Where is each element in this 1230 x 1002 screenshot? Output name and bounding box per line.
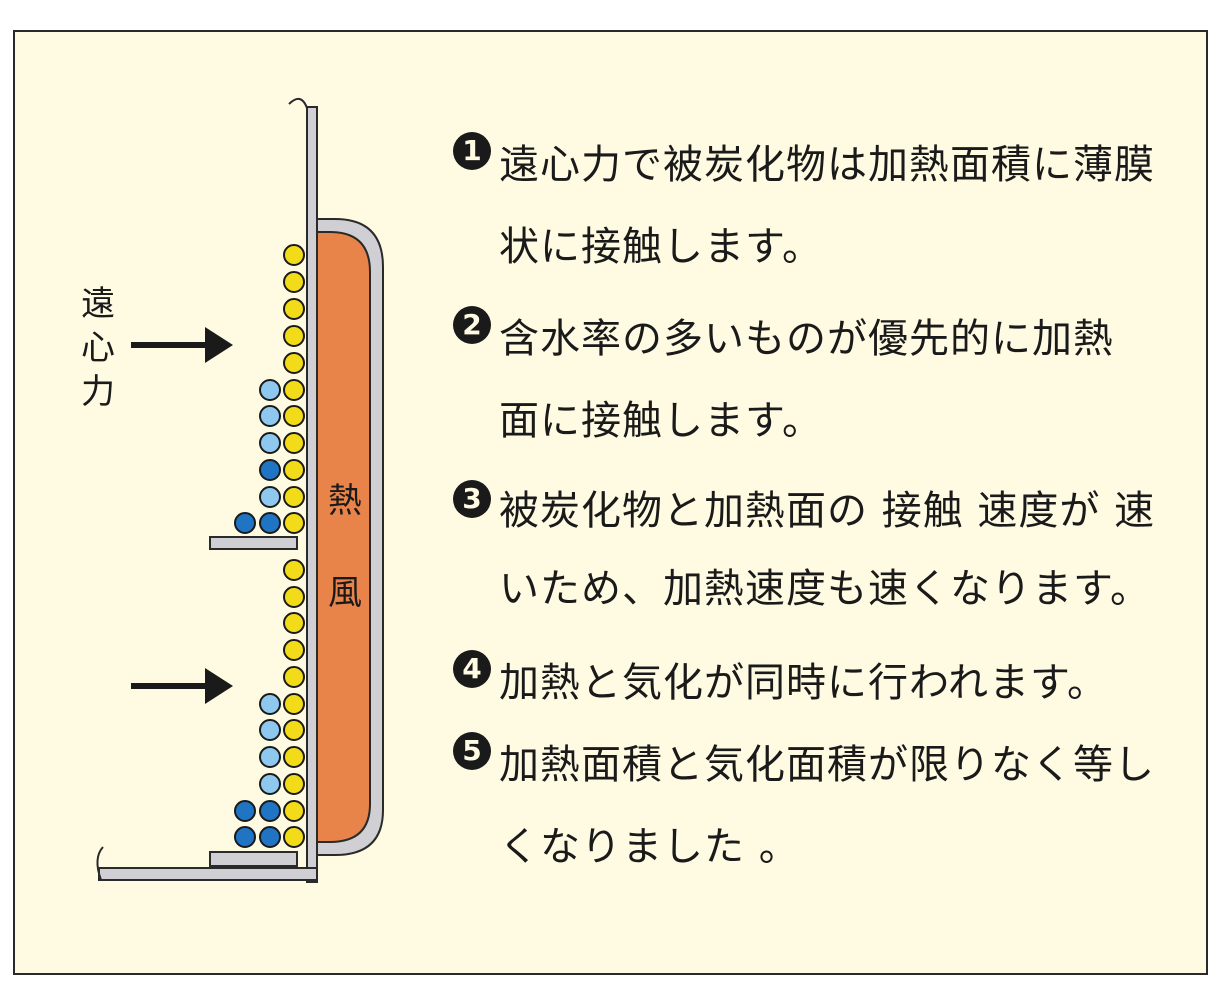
point-text: 被炭化物と加熱面の 接触 速度が 速いため、加熱速度も速くなります。	[499, 488, 1156, 612]
dark-blue-particle	[259, 512, 281, 534]
number-badge: 4	[453, 650, 491, 688]
dark-blue-particle	[234, 800, 256, 822]
dark-blue-particle	[259, 826, 281, 848]
dark-blue-particle	[234, 512, 256, 534]
number-badge: 2	[453, 306, 491, 344]
light-blue-particle	[259, 486, 281, 508]
explanation-panel: 熱 風 遠 心 力 1 遠心力で被炭化物は加熱面積に薄膜状に接触します。	[13, 30, 1208, 975]
heat-label-char-1: 熱	[328, 481, 362, 521]
point-2: 2 含水率の多いものが優先的に加熱面に接触します。	[453, 298, 1153, 462]
point-text: 遠心力で被炭化物は加熱面積に薄膜状に接触します。	[499, 142, 1155, 270]
light-blue-particle	[259, 746, 281, 768]
heater-core	[316, 231, 371, 843]
light-blue-particle	[259, 432, 281, 454]
yellow-particle	[283, 693, 305, 715]
heat-label-char-2: 風	[328, 573, 362, 613]
light-blue-particle	[259, 379, 281, 401]
number-badge: 1	[453, 132, 491, 170]
light-blue-particle	[259, 773, 281, 795]
force-label-char-3: 力	[81, 372, 115, 412]
yellow-particle	[283, 719, 305, 741]
dark-blue-particle	[259, 459, 281, 481]
yellow-particle	[283, 298, 305, 320]
yellow-particle	[283, 244, 305, 266]
point-4: 4 加熱と気化が同時に行われます。	[453, 642, 1193, 724]
point-text: 加熱と気化が同時に行われます。	[499, 660, 1108, 706]
light-blue-particle	[259, 693, 281, 715]
force-arrow-lower	[131, 668, 233, 704]
yellow-particle	[283, 639, 305, 661]
dark-blue-particle	[234, 826, 256, 848]
point-text: 加熱面積と気化面積が限りなく等しくなりました 。	[499, 742, 1155, 870]
vertical-wall	[306, 106, 318, 883]
yellow-particle	[283, 432, 305, 454]
middle-shelf	[209, 536, 298, 550]
point-text: 含水率の多いものが優先的に加熱面に接触します。	[499, 316, 1114, 444]
yellow-particle	[283, 666, 305, 688]
yellow-particle	[283, 773, 305, 795]
yellow-particle	[283, 800, 305, 822]
yellow-particle	[283, 826, 305, 848]
yellow-particle	[283, 746, 305, 768]
force-label-char-2: 心	[81, 328, 115, 368]
wall-break-mark-bottom	[96, 846, 104, 881]
dark-blue-particle	[259, 800, 281, 822]
yellow-particle	[283, 559, 305, 581]
explanation-list: 1 遠心力で被炭化物は加熱面積に薄膜状に接触します。 2 含水率の多いものが優先…	[453, 124, 1193, 888]
yellow-particle	[283, 352, 305, 374]
number-badge: 3	[453, 480, 491, 518]
centrifugal-heating-diagram: 熱 風 遠 心 力	[81, 97, 384, 883]
bottom-wall	[98, 867, 318, 881]
light-blue-particle	[259, 719, 281, 741]
force-label-char-1: 遠	[81, 284, 115, 324]
particle-group	[234, 244, 305, 848]
yellow-particle	[283, 325, 305, 347]
yellow-particle	[283, 405, 305, 427]
yellow-particle	[283, 612, 305, 634]
point-1: 1 遠心力で被炭化物は加熱面積に薄膜状に接触します。	[453, 124, 1173, 288]
point-5: 5 加熱面積と気化面積が限りなく等しくなりました 。	[453, 724, 1173, 888]
number-badge: 5	[453, 732, 491, 770]
bottom-shelf	[209, 851, 298, 867]
light-blue-particle	[259, 405, 281, 427]
yellow-particle	[283, 512, 305, 534]
yellow-particle	[283, 586, 305, 608]
point-3: 3 被炭化物と加熱面の 接触 速度が 速いため、加熱速度も速くなります。	[453, 472, 1175, 628]
yellow-particle	[283, 486, 305, 508]
force-arrow-upper	[131, 327, 233, 363]
wall-break-mark-top	[288, 97, 308, 109]
yellow-particle	[283, 459, 305, 481]
yellow-particle	[283, 379, 305, 401]
yellow-particle	[283, 271, 305, 293]
